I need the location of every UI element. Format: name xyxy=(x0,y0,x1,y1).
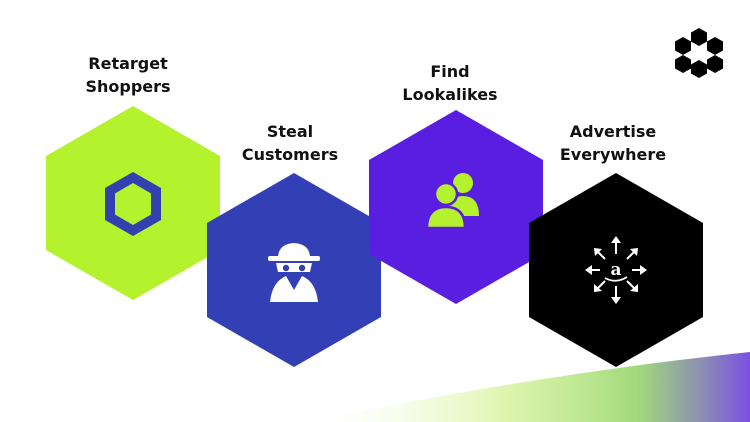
amazon-arrows-icon xyxy=(585,236,647,304)
gradient-swoosh xyxy=(300,352,750,422)
hexagon-icon xyxy=(105,172,161,236)
label-line: Find xyxy=(430,62,470,81)
label-advertise-everywhere: Advertise Everywhere xyxy=(533,120,693,166)
hexagon-cluster-logo-icon xyxy=(675,28,723,78)
hexagon-advertise-everywhere xyxy=(529,173,703,367)
label-line: Retarget xyxy=(88,54,168,73)
amazon-glyph: a xyxy=(610,260,621,280)
spy-icon xyxy=(268,243,320,302)
label-steal-customers: Steal Customers xyxy=(210,120,370,166)
label-line: Everywhere xyxy=(559,145,667,164)
label-retarget-shoppers: Retarget Shoppers xyxy=(48,52,208,98)
label-line: Shoppers xyxy=(85,77,171,96)
label-line: Steal xyxy=(266,122,314,141)
label-find-lookalikes: Find Lookalikes xyxy=(370,60,530,106)
label-line: Customers xyxy=(241,145,339,164)
label-line: Lookalikes xyxy=(402,85,498,104)
label-line: Advertise xyxy=(569,122,657,141)
users-icon xyxy=(425,173,479,230)
